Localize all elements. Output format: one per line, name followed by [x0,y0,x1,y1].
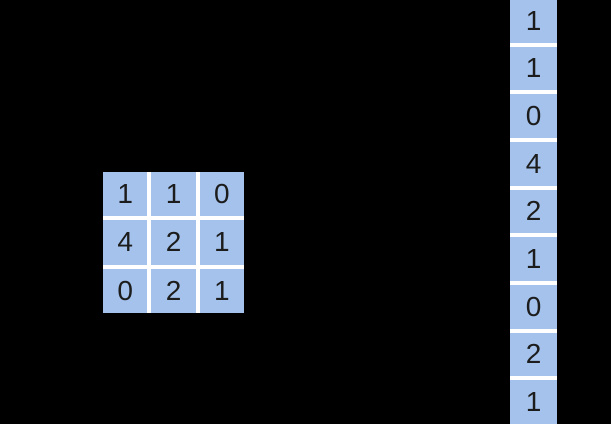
matrix-cell: 2 [151,220,196,265]
vector-cell: 1 [510,380,557,424]
matrix-cell: 2 [151,268,196,313]
vector-cell: 1 [510,0,557,43]
flattened-vector-9x1: 1 1 0 4 2 1 0 2 1 [510,0,557,424]
vector-cell: 1 [510,46,557,91]
vector-cell: 0 [510,94,557,138]
matrix-cell: 1 [199,220,244,265]
vector-cell: 0 [510,285,557,329]
matrix-cell: 0 [199,172,244,217]
matrix-cell: 0 [103,268,148,313]
vector-cell: 2 [510,332,557,377]
vector-cell: 2 [510,189,557,234]
vector-cell: 1 [510,237,557,281]
matrix-cell: 1 [103,172,148,217]
matrix-cell: 4 [103,220,148,265]
vector-cell: 4 [510,142,557,186]
matrix-cell: 1 [151,172,196,217]
matrix-cell: 1 [199,268,244,313]
matrix-3x3: 1 1 0 4 2 1 0 2 1 [103,172,244,313]
